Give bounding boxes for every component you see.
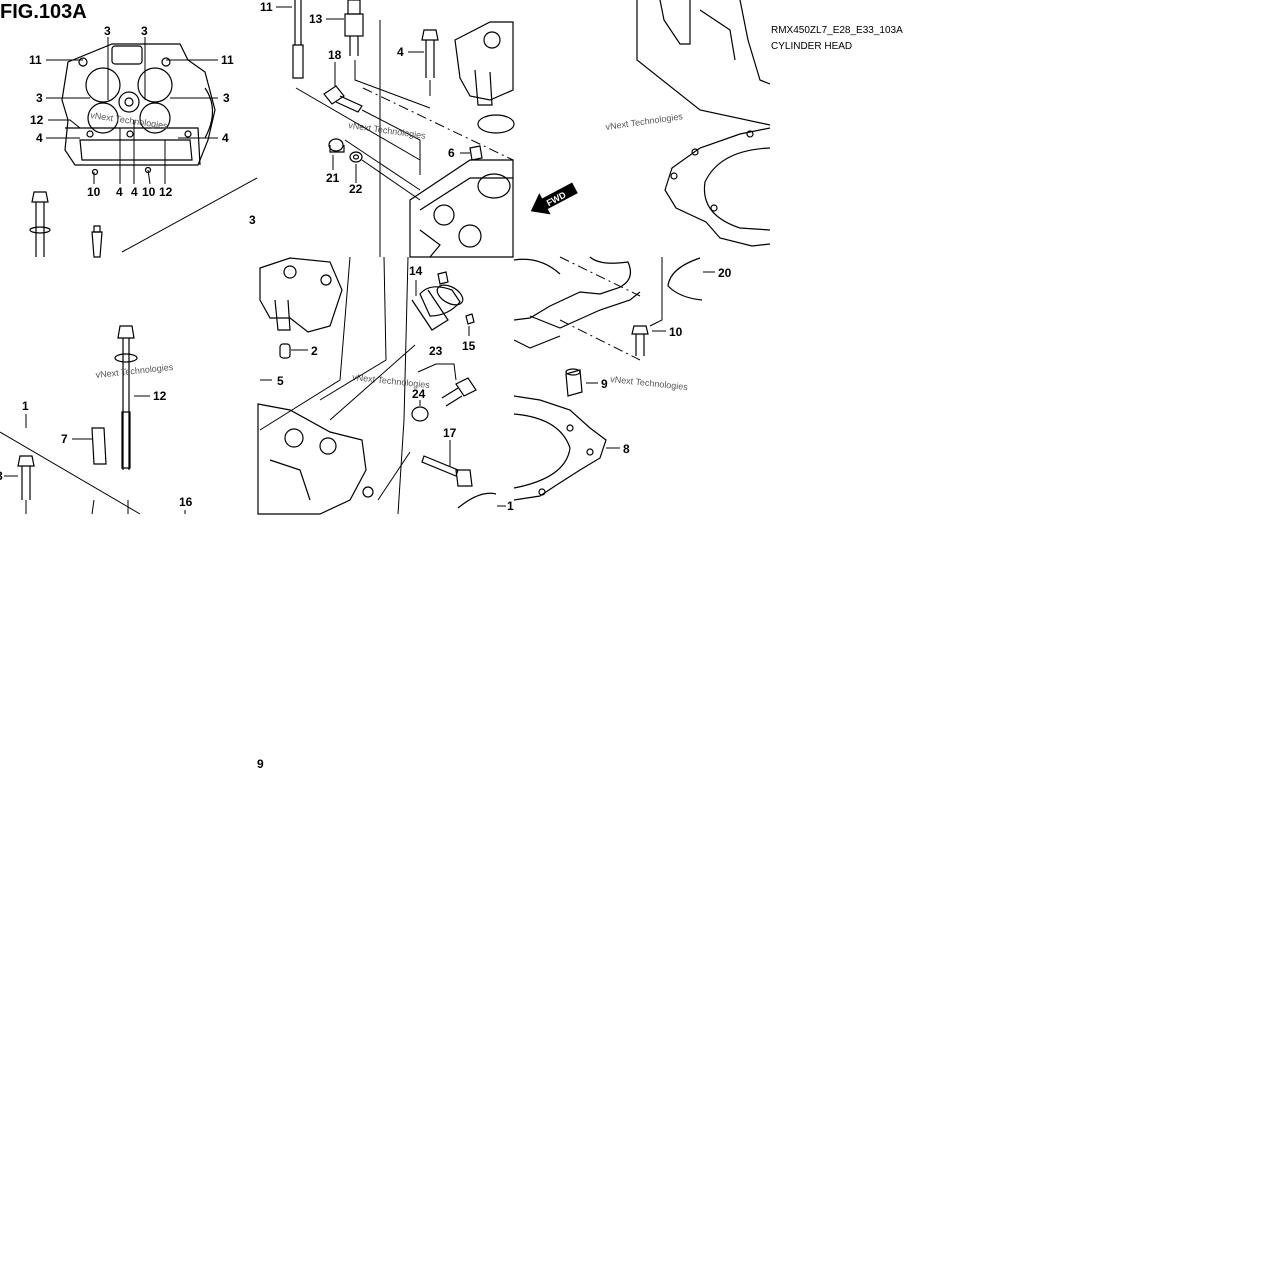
- callout-label: 9: [257, 757, 264, 771]
- callout-label: 3: [104, 24, 111, 38]
- callout-label: 6: [448, 146, 455, 160]
- callout-label: 4: [131, 185, 138, 199]
- callout-label: 24: [412, 387, 426, 401]
- tile-bolt-column: 12 vNext Technologies 7 8 1 16: [0, 325, 193, 515]
- callout-label: 12: [30, 113, 44, 127]
- callout-label: 11: [260, 0, 273, 14]
- callout-label: 8: [623, 442, 630, 456]
- callout-label: 13: [309, 12, 323, 26]
- callout-label: 4: [222, 131, 229, 145]
- callout-label: 21: [326, 171, 340, 185]
- fwd-arrow-icon: FWD: [530, 182, 578, 215]
- callout-label: 14: [409, 264, 423, 278]
- tile-gasket-upper: FWD vNext Technologies RMX450ZL7_E28_E33…: [530, 0, 903, 247]
- callout-label: 3: [249, 213, 256, 227]
- watermark: vNext Technologies: [352, 372, 431, 390]
- watermark: vNext Technologies: [605, 111, 684, 132]
- callout-label: 1: [507, 499, 514, 513]
- callout-label: 12: [159, 185, 173, 199]
- callout-label: 3: [223, 91, 230, 105]
- callout-label: 7: [61, 432, 68, 446]
- callout-label: 8: [0, 469, 3, 483]
- watermark: vNext Technologies: [95, 362, 174, 380]
- callout-label: 10: [87, 185, 101, 199]
- callout-label: 4: [36, 131, 43, 145]
- section-name: CYLINDER HEAD: [771, 41, 852, 52]
- callout-label: 22: [349, 182, 363, 196]
- callout-label: 3: [36, 91, 43, 105]
- callout-label: 4: [397, 45, 404, 59]
- tile-exploded-upper: 11 13 18 4 6 2: [249, 0, 515, 258]
- callout-label: 4: [116, 185, 123, 199]
- callout-label: 3: [141, 24, 148, 38]
- tile-top-view: FIG.103A vNext Technologies: [0, 1, 258, 258]
- callout-label: 18: [328, 48, 342, 62]
- callout-label: 17: [443, 426, 457, 440]
- callout-label: 20: [718, 266, 732, 280]
- tile-gasket-lower: 20 10 9 8 vNext Technologies: [513, 256, 732, 501]
- callout-label: 11: [221, 53, 234, 67]
- callout-label: 12: [153, 389, 167, 403]
- callout-label: 10: [142, 185, 156, 199]
- callout-label: 9: [601, 377, 608, 391]
- callout-label: 10: [669, 325, 683, 339]
- callout-label: 1: [22, 399, 29, 413]
- callout-label: 5: [277, 374, 284, 388]
- tile-exploded-middle: 2 5 14 15 23 24 17 1: [257, 256, 514, 515]
- figure-title: FIG.103A: [0, 1, 87, 23]
- watermark: vNext Technologies: [610, 374, 689, 392]
- tile-fragment: 9: [257, 757, 264, 771]
- callout-label: 16: [179, 495, 193, 509]
- callout-label: 11: [29, 53, 42, 67]
- model-code: RMX450ZL7_E28_E33_103A: [771, 25, 903, 36]
- callout-label: 2: [311, 344, 318, 358]
- callout-label: 23: [429, 344, 443, 358]
- callout-label: 15: [462, 339, 476, 353]
